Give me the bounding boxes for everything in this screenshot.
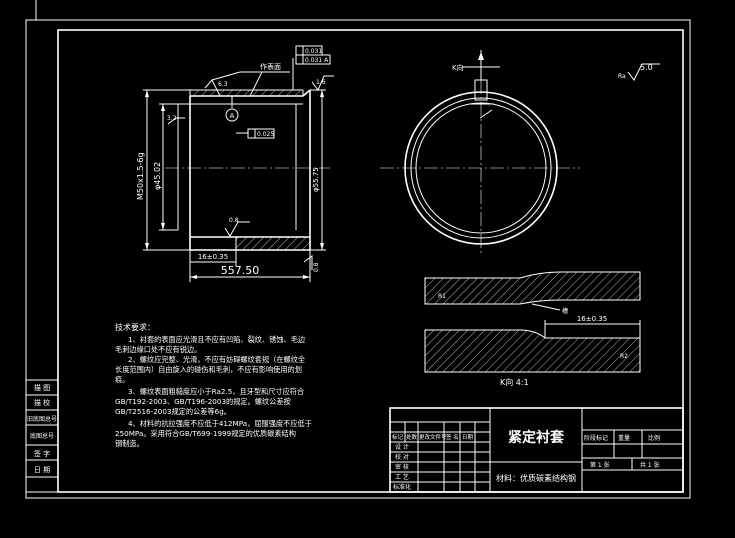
- note-line: 250MPa。采用符合GB/T699-1999规定的优质碳素结构: [115, 429, 296, 438]
- ra-note: 5.0 Ra: [618, 63, 660, 81]
- left-table-cell: 旧底图总号: [27, 415, 57, 423]
- tolerance-value: 0.031: [305, 48, 322, 55]
- title-head: 日期: [462, 434, 474, 441]
- title-head: 更改文件号: [419, 433, 447, 441]
- ra-label: Ra: [618, 73, 626, 80]
- title-head: 标记: [392, 433, 404, 441]
- left-table-cell: 日 期: [34, 466, 50, 474]
- left-table: 描 图 描 校 旧底图总号 底图总号 签 字 日 期: [25, 379, 59, 493]
- roughness-mark: 6.3: [218, 81, 228, 88]
- slot-label: 槽: [562, 307, 568, 315]
- dim-outer-dia: φ55.75: [312, 167, 320, 192]
- sheet-count: 第 1 张: [590, 461, 610, 469]
- title-row: 工 艺: [395, 473, 409, 481]
- radius-label: R2: [620, 353, 628, 360]
- title-block: 标记 处数 更改文件号 签 名 日期 设 计 校 对 审 核 工 艺 标准化 紧…: [389, 407, 684, 493]
- sheet-total: 共 1 张: [640, 461, 660, 469]
- datum-symbol: [225, 108, 239, 122]
- notes-heading: 技术要求：: [115, 322, 155, 332]
- left-table-cell: 底图总号: [30, 432, 54, 440]
- note-line: 1、衬套的表面应光滑且不应有凹陷、裂纹、锈蚀、毛边: [128, 335, 305, 344]
- title-row: 标准化: [393, 483, 411, 491]
- outer-border: [25, 19, 691, 499]
- dim-length: 557.50: [221, 264, 260, 277]
- k-view-detail: 16±0.35 槽 R1 R2 K向 4:1: [424, 271, 641, 387]
- dim-thread: M50x1.5-6g: [136, 152, 145, 200]
- section-hatch-bottom: [235, 236, 311, 251]
- ra-value: 5.0: [640, 63, 653, 72]
- side-view: K向: [380, 50, 580, 256]
- note-line: GB/T192-2003、GB/T196-2003的规定。螺纹公差按: [115, 397, 291, 406]
- stage-mark: 阶段标记: [584, 434, 608, 442]
- title-head: 签 名: [446, 433, 459, 441]
- left-table-cell: 签 字: [34, 449, 50, 458]
- left-table-cell: 描 校: [34, 398, 50, 407]
- note-line: 4、材料的抗拉强度不应低于412MPa，屈服强度不应低于: [128, 419, 312, 428]
- slot-dim: 16±0.35: [577, 315, 607, 323]
- roughness-mark: 0.8: [229, 217, 239, 224]
- note-line: 3、螺纹表面粗糙度应小于Ra2.5，且牙型和尺寸应符合: [128, 387, 304, 396]
- radius-label: R1: [438, 293, 446, 300]
- roughness-mark: 0.8: [313, 262, 320, 272]
- note-line: 2、螺纹应完整、光滑，不应有妨碍螺纹套规（在螺纹全: [128, 355, 306, 364]
- k-view-marker: K向: [452, 63, 464, 72]
- note-line: 长度范围内）自由旋入的碰伤和毛刺，不应有影响使用的划: [115, 365, 302, 374]
- datum-label: A: [230, 112, 235, 120]
- material-label: 材料：优质碳素结构钢: [496, 473, 576, 483]
- dim-inner-dia: φ45.02: [153, 162, 162, 190]
- note-line: 痕。: [115, 375, 129, 384]
- left-table-cell: 描 图: [34, 383, 50, 392]
- tolerance-value: 0.031 A: [305, 57, 329, 64]
- roughness-mark: 1.6: [316, 79, 326, 86]
- scale-head: 比例: [648, 434, 660, 442]
- inner-border: [57, 29, 684, 493]
- note-line: 毛刺边缘口处不应有锐边。: [115, 345, 201, 354]
- dim-chamfer-len: 16±0.35: [198, 253, 228, 261]
- front-view: M50x1.5-6g φ45.02 φ55.75 557.50 16±0.35 …: [136, 45, 334, 282]
- title-row: 校 对: [395, 453, 409, 461]
- part-title: 紧定衬套: [508, 429, 564, 446]
- title-row: 设 计: [395, 443, 409, 451]
- technical-notes: 技术要求： 1、衬套的表面应光滑且不应有凹陷、裂纹、锈蚀、毛边 毛刺边缘口处不应…: [115, 322, 312, 448]
- title-head: 处数: [406, 433, 418, 441]
- tolerance-frame: [295, 54, 331, 65]
- section-hatch-top: [189, 89, 304, 97]
- weight-head: 重量: [618, 434, 630, 442]
- k-view-caption: K向 4:1: [500, 377, 529, 387]
- surface-note: 作表面: [260, 62, 281, 71]
- note-line: GB/T2516-2003规定的公差等6g。: [115, 407, 231, 416]
- roughness-mark: 3.2: [167, 115, 177, 122]
- title-row: 审 核: [395, 463, 409, 471]
- note-line: 钢制造。: [115, 439, 144, 448]
- tolerance-value: 0.025: [257, 131, 274, 138]
